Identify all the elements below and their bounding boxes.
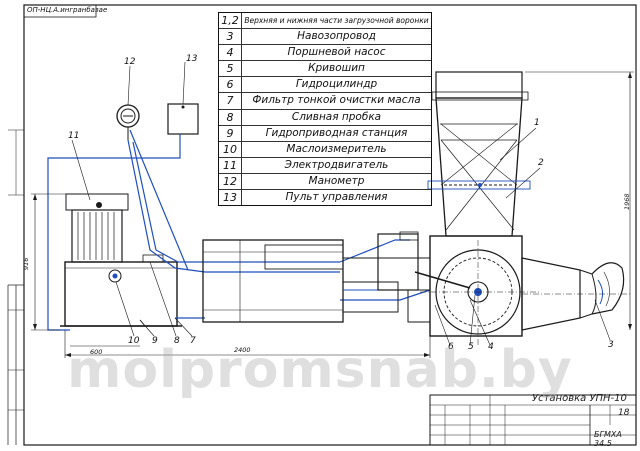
parts-row: 9 Гидроприводная станция	[219, 125, 431, 142]
part-number: 11	[219, 157, 242, 173]
part-number: 6	[219, 77, 242, 93]
callout-8: 8	[174, 336, 180, 346]
callout-6: 6	[448, 342, 454, 352]
parts-row: 11 Электродвигатель	[219, 157, 431, 174]
parts-list: 1,2 Верхняя и нижняя части загрузочной в…	[218, 12, 432, 207]
part-name: Гидроцилиндр	[295, 78, 378, 91]
parts-row: 4 Поршневой насос	[219, 45, 431, 62]
part-name: Электродвигатель	[284, 158, 389, 171]
parts-row: 10 Маслоизмеритель	[219, 141, 431, 158]
parts-row: 12 Манометр	[219, 173, 431, 191]
part-number: 8	[219, 109, 242, 125]
organization-code: БГМХА 34.5	[594, 430, 622, 448]
drawing-code-label: ОП-НЦ.А.ингранбазае	[27, 6, 108, 14]
callout-9: 9	[152, 336, 158, 346]
part-name: Маслоизмеритель	[286, 142, 387, 155]
parts-row: 8 Сливная пробка	[219, 109, 431, 126]
parts-row: 5 Кривошип	[219, 61, 431, 78]
part-number: 13	[219, 190, 242, 206]
part-number: 12	[219, 173, 242, 190]
part-name: Кривошип	[308, 62, 365, 75]
callout-2: 2	[538, 158, 544, 168]
parts-row: 13 Пульт управления	[219, 190, 431, 206]
dimension-base: 600	[90, 348, 103, 356]
part-name: Навозопровод	[297, 30, 376, 43]
callout-7: 7	[190, 336, 196, 346]
parts-row: 3 Навозопровод	[219, 29, 431, 46]
dimension-width-bottom: 2400	[234, 346, 251, 354]
part-number: 9	[219, 125, 242, 141]
part-name: Гидроприводная станция	[265, 126, 408, 139]
part-number: 3	[219, 29, 242, 45]
callout-11: 11	[68, 131, 80, 141]
part-name: Пульт управления	[285, 191, 388, 204]
part-name: Фильтр тонкой очистки масла	[252, 94, 421, 107]
parts-row: 7 Фильтр тонкой очистки масла	[219, 93, 431, 110]
callout-12: 12	[124, 57, 136, 67]
part-number: 4	[219, 45, 242, 61]
dimension-height-right: 1968	[623, 193, 631, 210]
callout-10: 10	[128, 336, 140, 346]
part-number: 5	[219, 61, 242, 77]
drawing-title: Установка УПН-10	[532, 393, 627, 404]
part-name: Сливная пробка	[291, 110, 382, 123]
part-name: Верхняя и нижняя части загрузочной ворон…	[244, 16, 429, 25]
callout-1: 1	[534, 118, 540, 128]
callout-4: 4	[488, 342, 494, 352]
part-number: 7	[219, 93, 242, 109]
part-name: Поршневой насос	[287, 46, 386, 59]
callout-13: 13	[186, 54, 198, 64]
sheet-number: 18	[618, 408, 630, 418]
parts-row: 6 Гидроцилиндр	[219, 77, 431, 94]
parts-row: 1,2 Верхняя и нижняя части загрузочной в…	[219, 13, 431, 30]
part-number: 10	[219, 141, 242, 157]
dimension-height-left: 916	[22, 257, 30, 270]
callout-3: 3	[608, 340, 614, 350]
callout-5: 5	[468, 342, 474, 352]
part-name: Манометр	[308, 174, 365, 187]
part-number: 1,2	[219, 13, 242, 29]
